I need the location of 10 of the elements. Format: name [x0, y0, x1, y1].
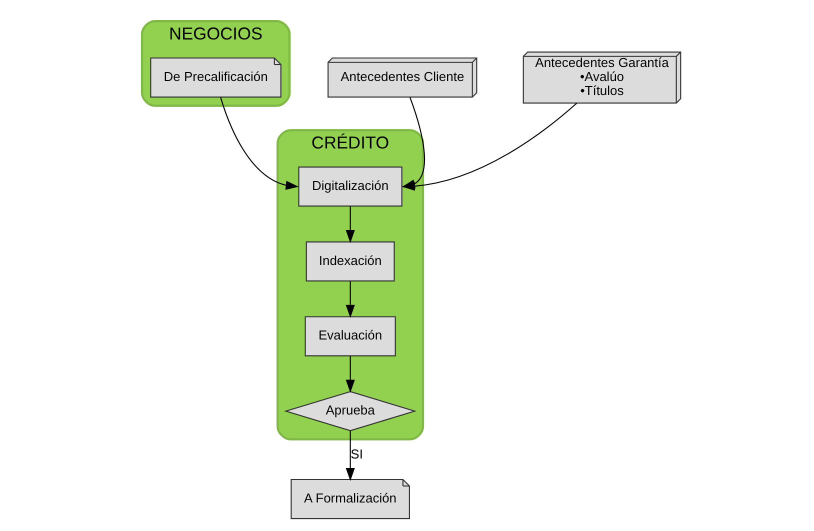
- arrow: [346, 356, 355, 393]
- node-box: Digitalización: [298, 166, 402, 207]
- arrow: [346, 430, 355, 482]
- arrow: [220, 97, 299, 190]
- node-box: Indexación: [306, 241, 395, 282]
- node-diamond: Aprueba: [284, 391, 417, 432]
- arrow: [346, 206, 355, 244]
- edge-label: SI: [350, 446, 363, 462]
- node-box: Evaluación: [304, 316, 396, 356]
- arrow: [346, 281, 355, 318]
